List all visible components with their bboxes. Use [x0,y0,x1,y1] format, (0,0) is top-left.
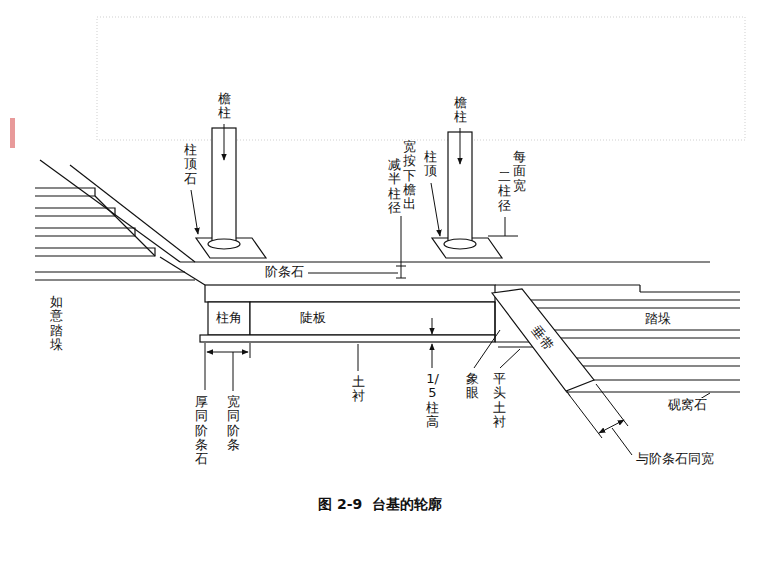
vertical-part-label: 柱顶 [424,150,437,179]
vertical-part-label: 减半柱径 [388,158,401,215]
part-label: 垂带 [528,323,556,353]
vertical-part-label: 土衬 [352,375,365,404]
part-label: 阶条石 [265,265,304,280]
part-label: 砚窝石 [668,398,707,413]
vertical-part-label: 宽按下檐出 [403,140,416,211]
vertical-part-label: 1/5柱高 [426,372,439,429]
figure-caption: 图 2-9 台基的轮廓 [318,496,442,514]
frame-border [97,17,745,140]
vertical-part-label: 平头土衬 [493,372,506,429]
part-label: 与阶条石同宽 [636,452,714,467]
part-label: 踏垛 [645,312,671,327]
vertical-part-label: 宽同阶条 [227,395,240,452]
leader-lines [191,124,710,455]
vertical-part-label: 柱顶石 [184,143,197,186]
part-label: 柱角 [216,311,242,326]
vertical-part-label: 厚同阶条石 [195,395,208,466]
vertical-part-label: 檐柱 [454,96,467,125]
part-label: 陡板 [300,311,326,326]
side-mark [10,118,15,148]
platform-lines [35,128,740,396]
vertical-part-label: 如意踏垛 [50,295,63,352]
vertical-part-label: 每面宽 [513,150,526,193]
vertical-part-label: 象眼 [466,372,479,401]
vertical-part-label: 檐柱 [218,92,231,121]
vertical-part-label: 二柱径 [498,170,511,213]
